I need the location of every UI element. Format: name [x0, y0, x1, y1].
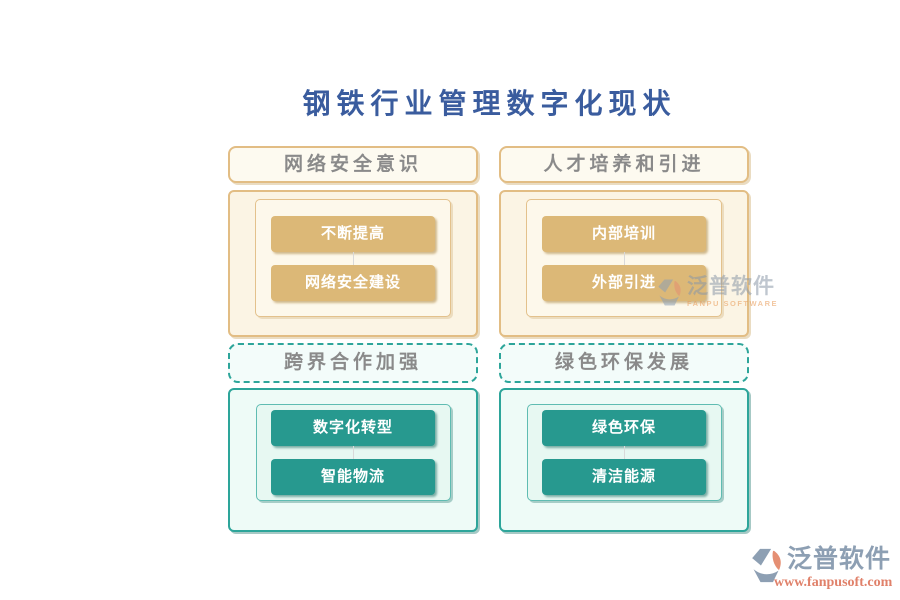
- panel-inner-box: 绿色环保 清洁能源: [526, 404, 722, 501]
- node-button: 智能物流: [271, 459, 435, 495]
- panel-header: 人才培养和引进: [499, 146, 749, 183]
- panel-header: 绿色环保发展: [499, 343, 749, 383]
- panel-body: 不断提高 网络安全建设: [228, 190, 478, 337]
- fanpu-logo-icon: [655, 277, 684, 308]
- panel-inner-box: 数字化转型 智能物流: [255, 404, 451, 501]
- watermark-center: 泛普软件 FANPU SOFTWARE: [655, 274, 778, 308]
- panel-body: 绿色环保 清洁能源: [499, 388, 749, 532]
- panel-cross-border-cooperation: 跨界合作加强 数字化转型 智能物流: [228, 343, 478, 532]
- node-button: 不断提高: [271, 215, 435, 252]
- node-button: 网络安全建设: [271, 264, 435, 301]
- connector-line: [623, 251, 625, 265]
- panel-inner-box: 内部培训 外部引进: [526, 199, 722, 317]
- diagram-title: 钢铁行业管理数字化现状: [302, 89, 677, 120]
- connector-line: [352, 251, 354, 265]
- watermark-subtitle: FANPU SOFTWARE: [687, 299, 779, 308]
- watermark-brand: 泛普软件: [787, 546, 892, 573]
- panel-inner-box: 不断提高 网络安全建设: [255, 199, 451, 317]
- panel-talent-training: 人才培养和引进 内部培训 外部引进: [499, 146, 749, 337]
- connector-line: [623, 446, 625, 459]
- panel-body: 数字化转型 智能物流: [228, 388, 478, 532]
- watermark-brand: 泛普软件: [687, 274, 775, 298]
- connector-line: [352, 446, 354, 459]
- node-button: 清洁能源: [542, 459, 706, 495]
- panel-network-security-awareness: 网络安全意识 不断提高 网络安全建设: [228, 146, 478, 337]
- node-button: 绿色环保: [542, 410, 706, 446]
- panel-body: 内部培训 外部引进: [499, 190, 749, 337]
- watermark-corner: 泛普软件 www.fanpusoft.com: [748, 546, 892, 590]
- watermark-url: www.fanpusoft.com: [774, 575, 893, 590]
- node-button: 数字化转型: [271, 410, 435, 446]
- panel-green-development: 绿色环保发展 绿色环保 清洁能源: [499, 343, 749, 532]
- node-button: 内部培训: [542, 215, 706, 252]
- panel-header: 跨界合作加强: [228, 343, 478, 383]
- panel-header: 网络安全意识: [228, 146, 478, 183]
